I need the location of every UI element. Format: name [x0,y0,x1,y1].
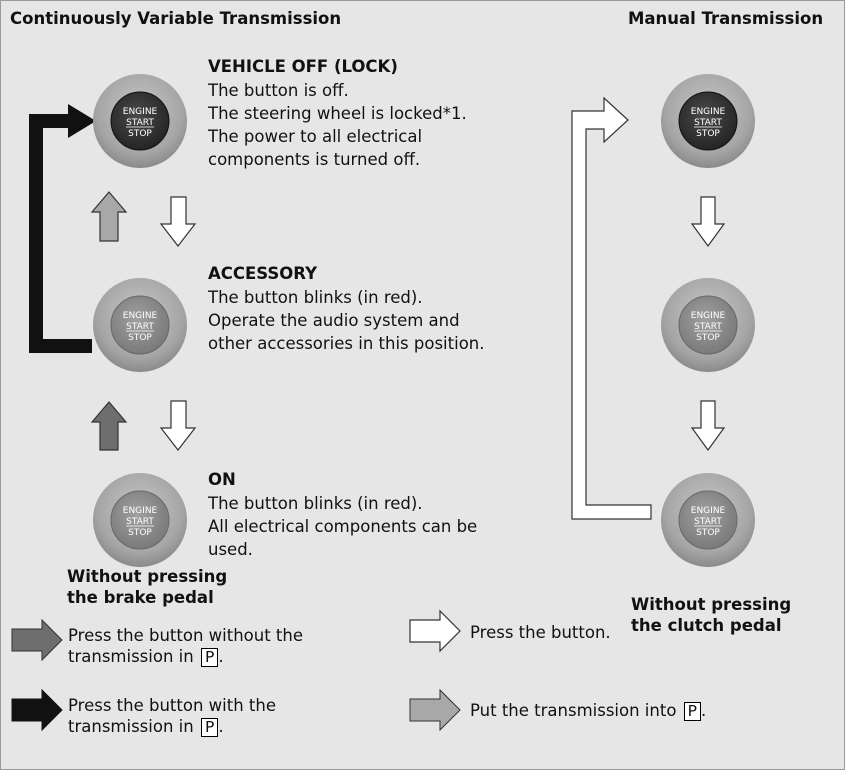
legend-line: Press the button without the [68,626,304,645]
cvt-down-arrow-2 [159,400,197,451]
button-label: START [126,118,154,128]
cvt-loop-arrowhead [68,104,96,138]
caption-line: the brake pedal [67,588,214,607]
caption-brake-pedal: Without pressing the brake pedal [67,566,227,608]
caption-line: Without pressing [631,595,792,614]
state-title: VEHICLE OFF (LOCK) [208,57,398,76]
state-title: ACCESSORY [208,264,318,283]
state-line: components is turned off. [208,150,421,169]
legend-line: Press the button. [470,623,611,642]
state-line: Operate the audio system and [208,311,460,330]
manual-loop-arrow [571,96,652,520]
button-label: ENGINE [691,107,726,117]
state-line: The power to all electrical [208,127,423,146]
button-label: START [694,517,722,527]
button-label: ENGINE [691,506,726,516]
state-line: The button blinks (in red). [208,288,423,307]
button-label: START [694,118,722,128]
button-label: START [126,322,154,332]
p-symbol: P [200,718,219,737]
p-symbol: P [683,702,702,721]
period: . [218,647,224,666]
legend-white-text: Press the button. [470,622,611,643]
state-title: ON [208,470,236,489]
button-label: ENGINE [691,311,726,321]
button-label: START [126,517,154,527]
button-face [678,490,738,550]
legend-dark-gray-text: Press the button without the transmissio… [68,625,303,667]
button-label: STOP [128,333,152,343]
button-face [110,91,170,151]
caption-line: Without pressing [67,567,228,586]
state-vehicle-off: VEHICLE OFF (LOCK) The button is off. Th… [208,55,467,171]
legend-black-arrow [11,688,63,732]
legend-black-text: Press the button with the transmission i… [68,695,276,737]
legend-white-arrow [409,609,461,653]
state-line: The button is off. [208,81,349,100]
cvt-down-arrow-1 [159,196,197,247]
state-line: The button blinks (in red). [208,494,423,513]
button-label: STOP [696,528,720,538]
manual-down-arrow-2 [690,400,726,452]
state-line: other accessories in this position. [208,334,485,353]
legend-line: transmission in [68,647,194,666]
button-label: STOP [128,129,152,139]
state-line: All electrical components can be [208,517,478,536]
manual-header: Manual Transmission [628,9,824,28]
legend-dark-gray-arrow [11,618,63,662]
button-label: STOP [128,528,152,538]
state-line: The steering wheel is locked*1. [208,104,467,123]
button-label: START [694,322,722,332]
button-label: STOP [696,333,720,343]
legend-light-gray-text: Put the transmission into P. [470,700,706,721]
state-on: ON The button blinks (in red). All elect… [208,468,477,561]
state-line: used. [208,540,253,559]
legend-line: Put the transmission into [470,701,677,720]
legend-light-gray-arrow [409,688,461,732]
caption-line: the clutch pedal [631,616,782,635]
button-label: ENGINE [123,107,158,117]
cvt-up-arrow-light [90,191,128,242]
p-symbol: P [200,648,219,667]
manual-down-arrow-1 [690,196,726,248]
caption-clutch-pedal: Without pressing the clutch pedal [631,594,791,636]
legend-line: transmission in [68,717,194,736]
button-face [678,295,738,355]
cvt-up-arrow-dark [90,401,128,451]
button-label: ENGINE [123,311,158,321]
button-label: STOP [696,129,720,139]
state-accessory: ACCESSORY The button blinks (in red). Op… [208,262,485,355]
period: . [218,717,224,736]
button-face [110,295,170,355]
button-label: ENGINE [123,506,158,516]
cvt-loop-arrow [29,114,92,353]
period: . [701,701,707,720]
cvt-header: Continuously Variable Transmission [10,9,342,28]
button-face [110,490,170,550]
button-face [678,91,738,151]
legend-line: Press the button with the [68,696,276,715]
